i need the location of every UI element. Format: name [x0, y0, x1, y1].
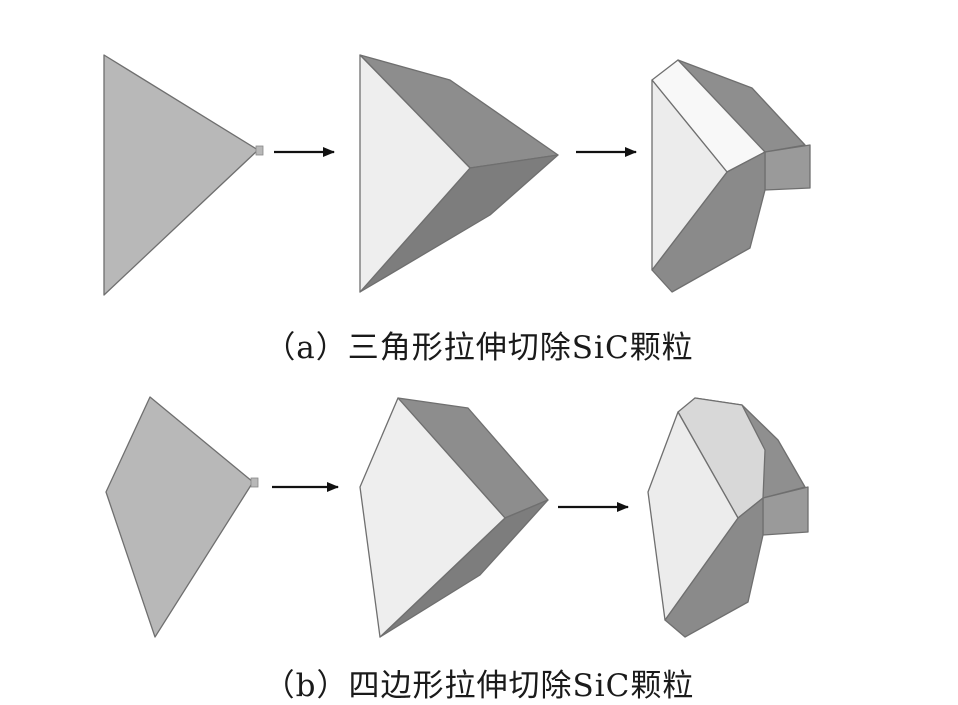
caption-a: （a）三角形拉伸切除SiC颗粒	[264, 330, 694, 366]
row-a	[103, 54, 811, 296]
quadrilateral-profile	[105, 396, 259, 638]
caption-b: （b）四边形拉伸切除SiC颗粒	[263, 668, 695, 704]
quadrilateral-cut-particle	[647, 397, 809, 638]
row-b	[105, 396, 809, 638]
quadrilateral-extrusion	[359, 397, 549, 638]
triangle-profile	[103, 54, 264, 296]
triangle-extrusion	[359, 54, 559, 293]
triangle-cut-particle	[651, 59, 811, 293]
